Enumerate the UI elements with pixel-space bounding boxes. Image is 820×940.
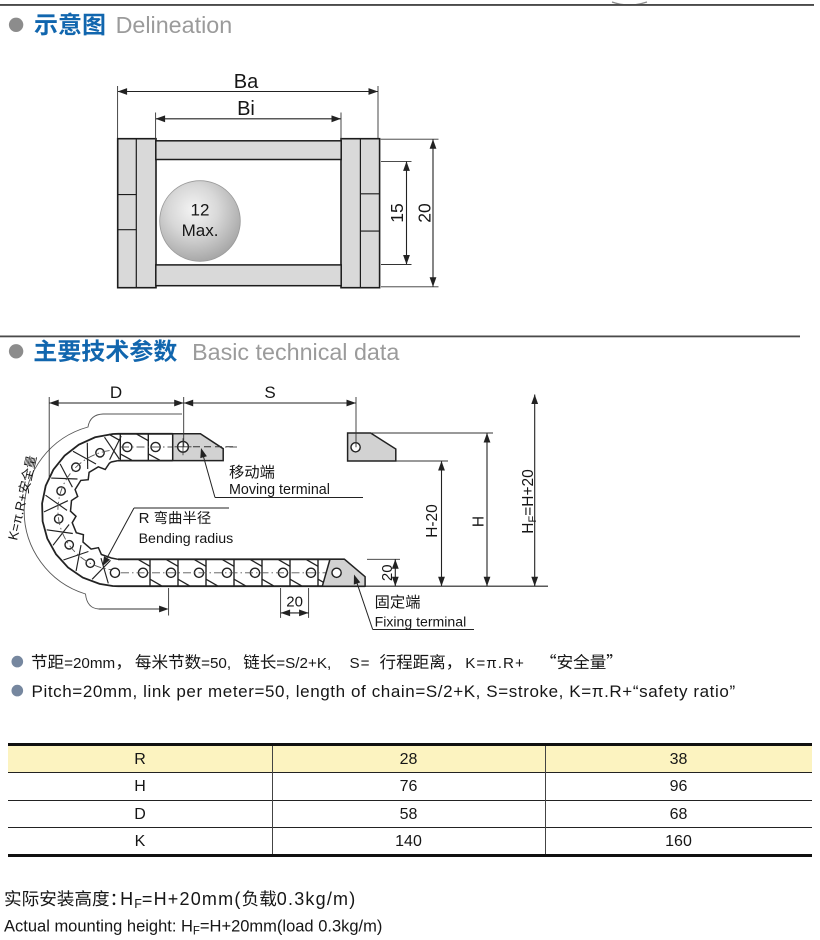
svg-text:.R+: .R+ (11, 492, 30, 516)
svg-text:20: 20 (379, 564, 396, 581)
svg-text:Max.: Max. (182, 221, 219, 240)
svg-text:H: H (471, 516, 488, 527)
svg-text:20: 20 (286, 594, 303, 611)
svg-text:R: R (139, 510, 150, 527)
svg-text:Ba: Ba (234, 71, 259, 93)
svg-text:Bending radius: Bending radius (139, 531, 234, 547)
svg-text:=50,: =50, (201, 655, 231, 672)
svg-text:Moving terminal: Moving terminal (229, 482, 330, 498)
svg-text:Fixing terminal: Fixing terminal (375, 614, 467, 630)
svg-text:=20mm: =20mm (64, 655, 115, 672)
svg-text:HF=H+20: HF=H+20 (520, 469, 539, 534)
svg-text:π: π (9, 513, 26, 525)
svg-text:Delineation: Delineation (116, 12, 233, 38)
svg-text:S=: S= (350, 655, 371, 672)
svg-text:Bi: Bi (237, 98, 255, 120)
svg-text:Basic technical data: Basic technical data (192, 339, 399, 365)
svg-text:Actual mounting height: H: Actual mounting height: H (4, 918, 193, 936)
svg-text:0.3kg/m): 0.3kg/m) (277, 889, 357, 909)
svg-text:K=: K= (5, 522, 23, 542)
svg-text:S: S (264, 383, 275, 402)
svg-text:F: F (193, 926, 200, 938)
svg-text:12: 12 (191, 201, 210, 220)
svg-text:Pitch=20mm, link per meter=50,: Pitch=20mm, link per meter=50, length of… (32, 682, 736, 701)
svg-text:F: F (134, 897, 142, 911)
svg-text:K=π.R+: K=π.R+ (465, 655, 525, 672)
svg-text:=H+20mm(load 0.3kg/m): =H+20mm(load 0.3kg/m) (200, 918, 383, 936)
svg-text:20: 20 (415, 203, 435, 223)
svg-text:=S/2+K,: =S/2+K, (276, 655, 331, 672)
svg-text:15: 15 (387, 203, 407, 222)
svg-text:=H+20mm(: =H+20mm( (142, 889, 242, 909)
svg-text:D: D (110, 383, 122, 402)
svg-text:H-20: H-20 (424, 504, 441, 538)
svg-text:H: H (120, 889, 134, 909)
